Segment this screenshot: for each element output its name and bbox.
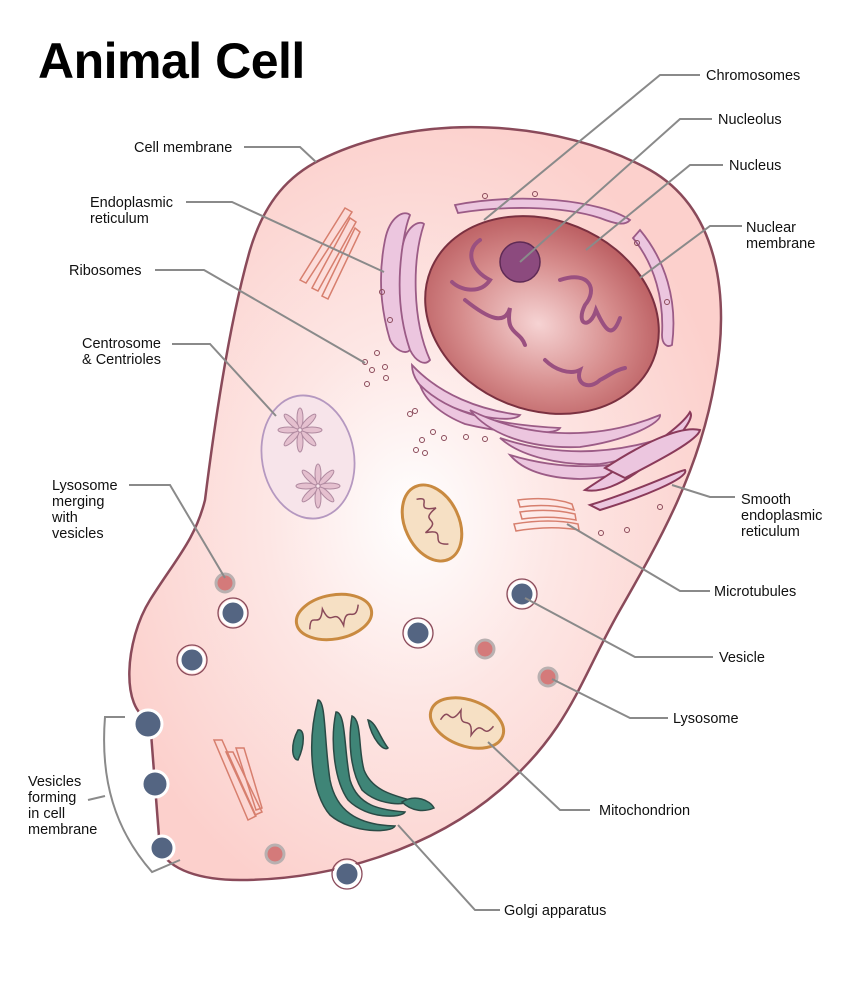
membrane-vesicles	[132, 708, 176, 862]
label-cell-membrane: Cell membrane	[134, 140, 232, 156]
label-microtubules: Microtubules	[714, 584, 796, 600]
label-lysosome-merging-2: merging	[52, 494, 104, 510]
label-lysosome: Lysosome	[673, 711, 739, 727]
label-vesicles-forming-2: forming	[28, 790, 76, 806]
smooth-er	[582, 410, 702, 512]
diagram-title: Animal Cell	[38, 33, 305, 89]
label-centrosome-1: Centrosome	[82, 336, 161, 352]
label-nucleus: Nucleus	[729, 158, 781, 174]
label-nuclear-membrane-1: Nuclear	[746, 220, 796, 236]
labels: Cell membrane Endoplasmic reticulum Ribo…	[28, 68, 822, 919]
centrosome	[260, 394, 356, 520]
chromosomes	[450, 238, 627, 388]
label-vesicles-forming-4: membrane	[28, 822, 97, 838]
label-lysosome-merging-1: Lysosome	[52, 478, 118, 494]
golgi-apparatus	[292, 699, 436, 832]
label-er-1: Endoplasmic	[90, 195, 173, 211]
label-centrosome-2: & Centrioles	[82, 352, 161, 368]
label-lysosome-merging-3: with	[51, 510, 78, 526]
lysosomes	[214, 572, 559, 865]
label-chromosomes: Chromosomes	[706, 68, 800, 84]
label-er-2: reticulum	[90, 211, 149, 227]
label-golgi: Golgi apparatus	[504, 903, 606, 919]
label-vesicles-forming-1: Vesicles	[28, 774, 81, 790]
label-smooth-er-1: Smooth	[741, 492, 791, 508]
label-ribosomes: Ribosomes	[69, 263, 142, 279]
label-nucleolus: Nucleolus	[718, 112, 782, 128]
label-vesicles-forming-3: in cell	[28, 806, 65, 822]
label-smooth-er-2: endoplasmic	[741, 508, 822, 524]
label-smooth-er-3: reticulum	[741, 524, 800, 540]
mitochondria	[294, 483, 506, 750]
label-vesicle: Vesicle	[719, 650, 765, 666]
vesicles	[176, 578, 538, 890]
microtubules-top	[298, 206, 361, 301]
leader-lines	[87, 74, 742, 911]
ribosome-dots	[362, 191, 670, 536]
label-lysosome-merging-4: vesicles	[52, 526, 104, 542]
label-nuclear-membrane-2: membrane	[746, 236, 815, 252]
microtubules-right	[513, 497, 580, 532]
microtubules-bottom	[212, 739, 264, 822]
label-mitochondrion: Mitochondrion	[599, 803, 690, 819]
